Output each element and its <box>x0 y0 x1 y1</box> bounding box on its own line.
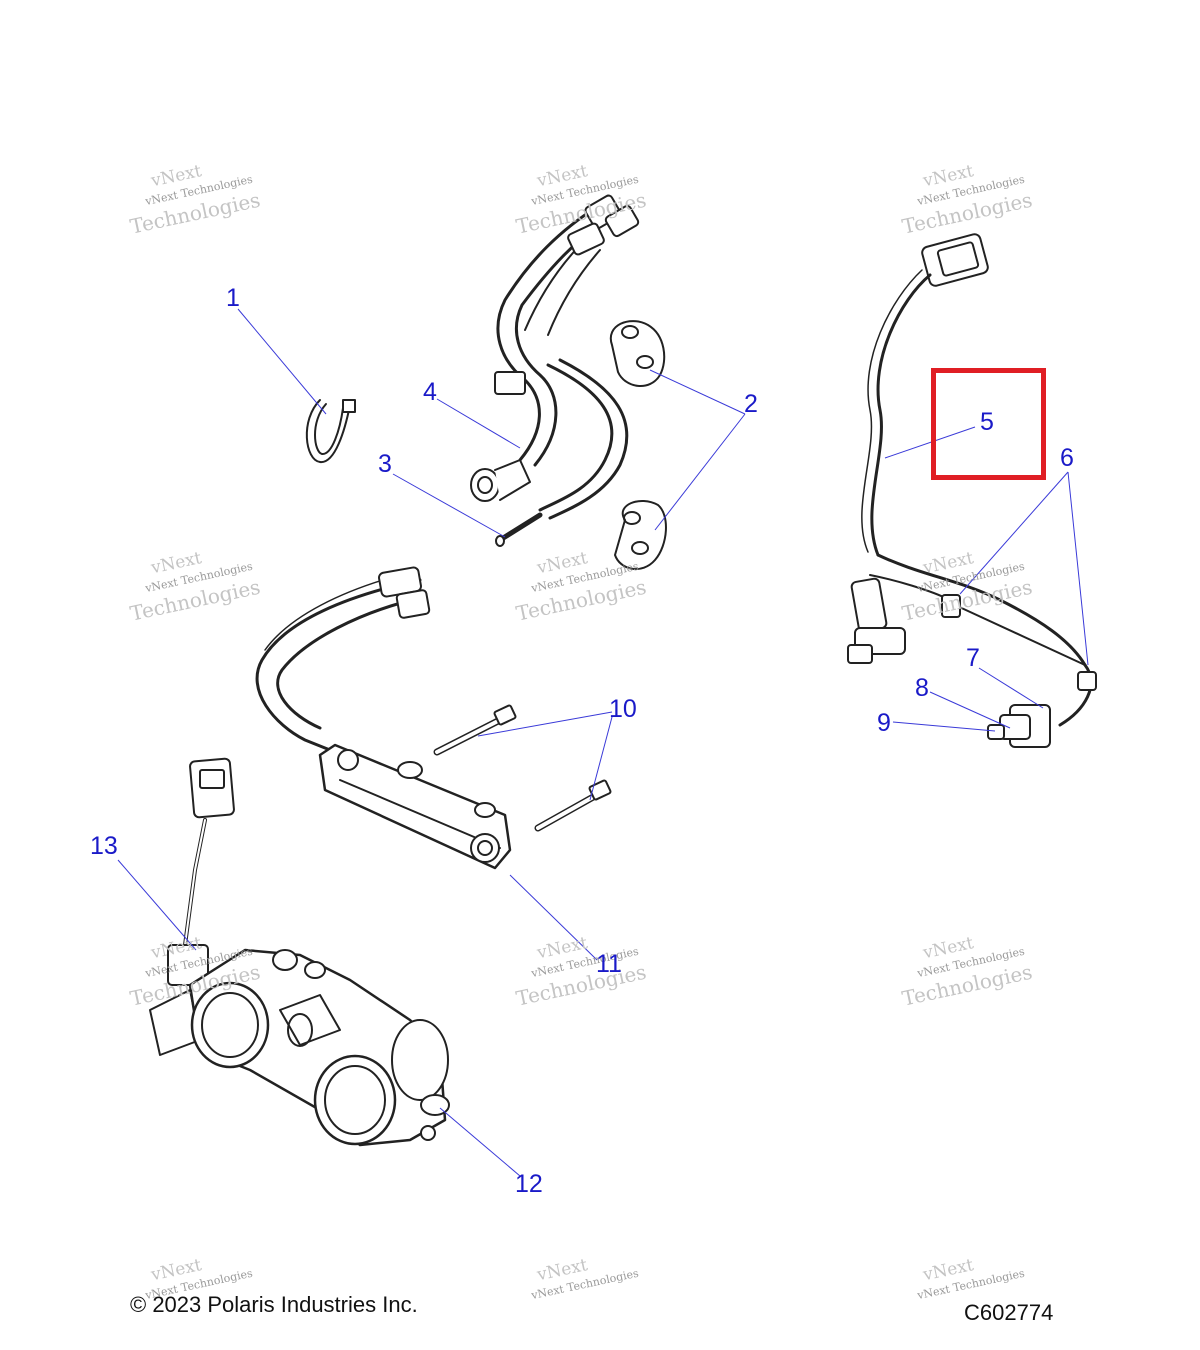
callout-10[interactable]: 10 <box>609 695 637 723</box>
cable-tie-part <box>305 399 356 463</box>
injector-harness-part <box>847 233 1097 748</box>
callout-3[interactable]: 3 <box>378 450 392 478</box>
copyright-text: © 2023 Polaris Industries Inc. <box>130 1292 418 1317</box>
callout-13[interactable]: 13 <box>90 832 118 860</box>
callout-4[interactable]: 4 <box>423 378 437 406</box>
callout-7[interactable]: 7 <box>966 644 980 672</box>
callout-5[interactable]: 5 <box>980 408 994 436</box>
callout-6[interactable]: 6 <box>1060 444 1074 472</box>
grommet-part <box>609 320 667 570</box>
fuel-rail-part <box>255 566 512 870</box>
callout-12[interactable]: 12 <box>515 1170 543 1198</box>
callout-9[interactable]: 9 <box>877 709 891 737</box>
callout-1[interactable]: 1 <box>226 284 240 312</box>
highlight-box <box>931 368 1046 480</box>
callout-8[interactable]: 8 <box>915 674 929 702</box>
bolt-part <box>433 704 612 832</box>
fuel-line-part <box>470 194 640 547</box>
callout-11[interactable]: 11 <box>596 950 622 978</box>
sensor-part <box>149 757 235 1056</box>
callout-2[interactable]: 2 <box>744 390 758 418</box>
throttle-body-part <box>188 948 450 1147</box>
drawing-number: C602774 <box>964 1300 1054 1325</box>
